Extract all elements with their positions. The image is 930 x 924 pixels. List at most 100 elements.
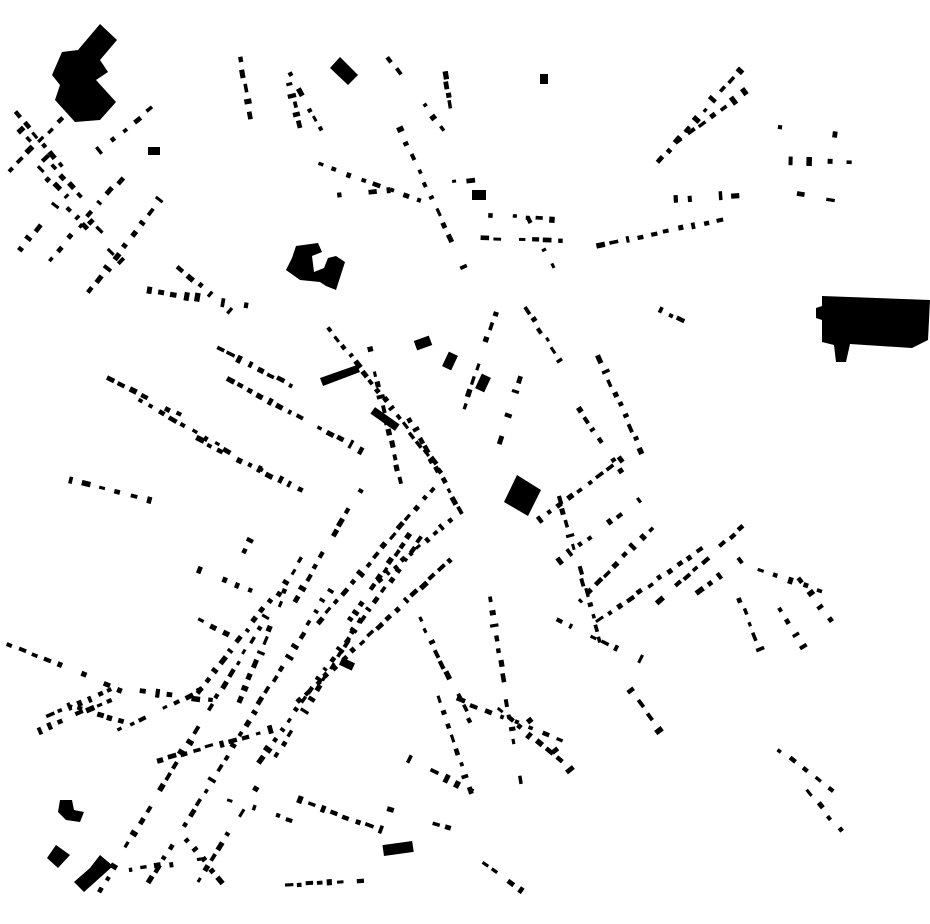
building xyxy=(685,554,693,562)
building xyxy=(195,565,203,575)
building xyxy=(432,649,441,659)
building xyxy=(265,624,273,633)
building xyxy=(776,748,782,754)
building xyxy=(65,206,73,213)
building xyxy=(316,425,323,431)
building xyxy=(376,394,386,400)
building xyxy=(318,597,326,604)
building xyxy=(358,639,366,647)
building xyxy=(428,638,436,646)
building xyxy=(576,541,584,548)
building xyxy=(527,725,534,731)
building xyxy=(462,402,468,410)
building xyxy=(109,862,119,871)
building xyxy=(565,533,575,539)
building xyxy=(446,557,453,565)
building xyxy=(414,440,423,449)
building xyxy=(384,613,393,622)
building xyxy=(250,709,259,716)
building xyxy=(140,393,149,401)
building xyxy=(668,312,674,319)
building xyxy=(466,717,473,724)
building xyxy=(262,744,273,754)
building xyxy=(256,754,266,765)
building xyxy=(589,634,597,641)
building-u-shaped xyxy=(286,243,345,290)
building xyxy=(577,565,585,576)
building xyxy=(154,195,164,204)
building xyxy=(555,357,564,364)
building xyxy=(654,595,665,606)
building xyxy=(442,70,450,80)
building xyxy=(221,576,228,584)
building xyxy=(292,111,301,118)
building xyxy=(47,150,57,161)
building xyxy=(541,247,547,253)
building xyxy=(227,737,238,745)
building xyxy=(475,363,481,371)
building xyxy=(367,378,374,386)
building xyxy=(355,569,366,579)
building xyxy=(827,158,833,164)
building xyxy=(596,636,602,643)
building xyxy=(250,615,258,624)
building xyxy=(606,379,613,388)
building xyxy=(816,588,823,594)
building xyxy=(85,209,94,219)
building xyxy=(395,520,405,531)
building xyxy=(422,102,428,108)
building xyxy=(330,528,340,538)
building xyxy=(718,85,727,93)
building xyxy=(736,556,744,565)
building xyxy=(456,505,464,515)
building xyxy=(676,559,684,568)
building xyxy=(422,444,431,454)
building xyxy=(271,675,279,683)
building xyxy=(628,542,637,552)
building xyxy=(50,163,58,171)
building xyxy=(183,837,190,844)
building xyxy=(222,446,232,456)
building xyxy=(806,588,816,598)
building xyxy=(616,602,624,610)
building xyxy=(374,380,381,388)
building xyxy=(377,825,385,835)
building xyxy=(455,695,466,704)
building xyxy=(104,875,111,882)
building xyxy=(332,598,340,605)
building xyxy=(385,428,393,436)
building xyxy=(542,237,552,243)
building xyxy=(279,726,286,733)
building xyxy=(635,587,643,596)
building xyxy=(130,229,139,238)
building xyxy=(255,392,264,401)
building xyxy=(25,135,32,143)
building xyxy=(576,487,583,494)
building xyxy=(210,666,219,675)
building xyxy=(204,743,214,749)
building xyxy=(86,217,95,226)
building xyxy=(616,455,625,464)
building xyxy=(306,107,313,114)
building xyxy=(202,864,211,873)
building xyxy=(496,435,505,445)
building xyxy=(650,231,658,237)
building xyxy=(555,617,564,624)
building xyxy=(154,688,161,698)
building xyxy=(518,775,523,785)
building xyxy=(276,375,286,384)
building xyxy=(600,639,610,647)
building xyxy=(353,359,363,370)
building xyxy=(341,654,349,662)
building xyxy=(43,656,52,664)
building xyxy=(593,624,600,633)
building xyxy=(261,613,270,621)
building xyxy=(584,587,590,598)
building xyxy=(443,670,453,681)
building xyxy=(317,550,325,559)
building xyxy=(299,707,310,715)
building xyxy=(225,376,236,385)
building xyxy=(24,234,33,243)
building xyxy=(52,181,63,192)
